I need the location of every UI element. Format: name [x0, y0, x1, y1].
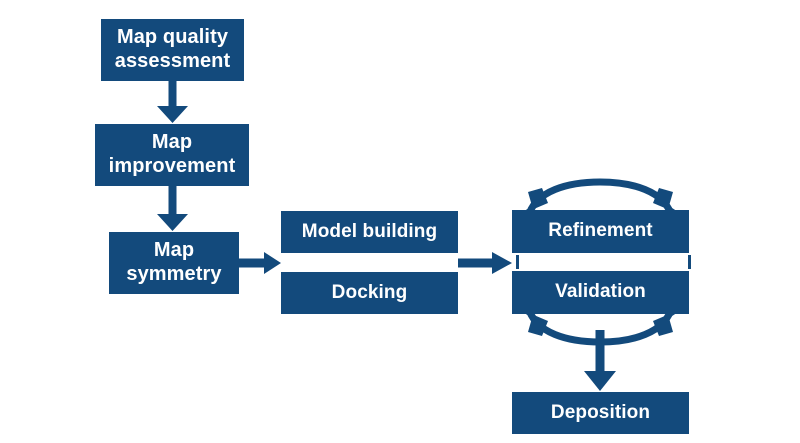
node-docking[interactable]: Docking [281, 272, 458, 314]
node-deposition[interactable]: Deposition [512, 392, 689, 434]
arrow-symmetry-to-building [238, 252, 281, 274]
node-map-symmetry[interactable]: Map symmetry [109, 232, 239, 294]
node-model-building[interactable]: Model building [281, 211, 458, 253]
node-refinement[interactable]: Refinement [512, 210, 689, 253]
node-label: Validation [555, 281, 646, 303]
refinement-validation-connector-slot [516, 255, 691, 269]
node-label-line1: Map [151, 131, 193, 154]
node-label: Docking [331, 281, 408, 303]
arrow-improvement-to-symmetry [157, 186, 188, 231]
arrow-quality-to-improvement [157, 81, 188, 123]
arc-cycle-top [515, 178, 686, 220]
node-map-quality-assessment[interactable] [101, 19, 244, 81]
node-label-line1: Map quality [116, 26, 229, 49]
arrow-building-to-refinement [458, 252, 512, 274]
node-map-improvement[interactable]: Map improvement [95, 124, 249, 186]
arrow-cycle-to-deposition [584, 330, 616, 391]
node-label: Refinement [548, 220, 653, 242]
node-label: Model building [301, 220, 438, 242]
node-label-line2: assessment [114, 50, 231, 72]
node-label: Deposition [550, 401, 651, 423]
node-map-quality-assessment-text: Map quality assessment [101, 19, 244, 81]
node-label-line1: Map [153, 239, 195, 262]
node-validation[interactable]: Validation [512, 271, 689, 314]
node-label-line2: improvement [108, 155, 236, 177]
node-label-line2: symmetry [126, 263, 222, 285]
model-docking-connector-slot [281, 253, 458, 272]
